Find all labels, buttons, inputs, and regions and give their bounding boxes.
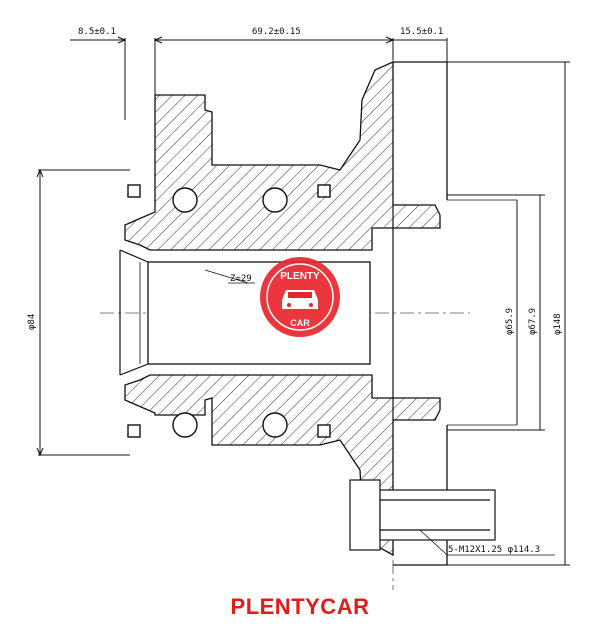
left-dimension [36, 168, 130, 457]
spline-label: Z=29 [230, 274, 252, 284]
dim-register-diameter: φ67.9 [528, 308, 538, 335]
brand-caption: PLENTYCAR [230, 594, 370, 619]
dim-flange-thickness: 8.5±0.1 [78, 27, 116, 37]
dim-pilot-length: 15.5±0.1 [400, 27, 443, 37]
plentycar-watermark: PLENTY CAR [260, 257, 340, 337]
watermark-bottom-text: CAR [290, 318, 310, 328]
dim-pilot-diameter: φ65.9 [505, 308, 515, 335]
bearing-balls [127, 184, 331, 438]
wheel-stud [349, 479, 496, 551]
dim-hub-length: 69.2±0.15 [252, 27, 301, 37]
right-dimensions [447, 61, 570, 566]
top-dimensions [70, 36, 448, 120]
bolt-callout: 5-M12X1.25 φ114.3 [448, 545, 540, 555]
watermark-top-text: PLENTY [280, 271, 320, 282]
dim-flange-diameter: φ148 [553, 313, 563, 335]
dim-inner-diameter: φ84 [27, 314, 37, 330]
hub-section [119, 60, 517, 566]
